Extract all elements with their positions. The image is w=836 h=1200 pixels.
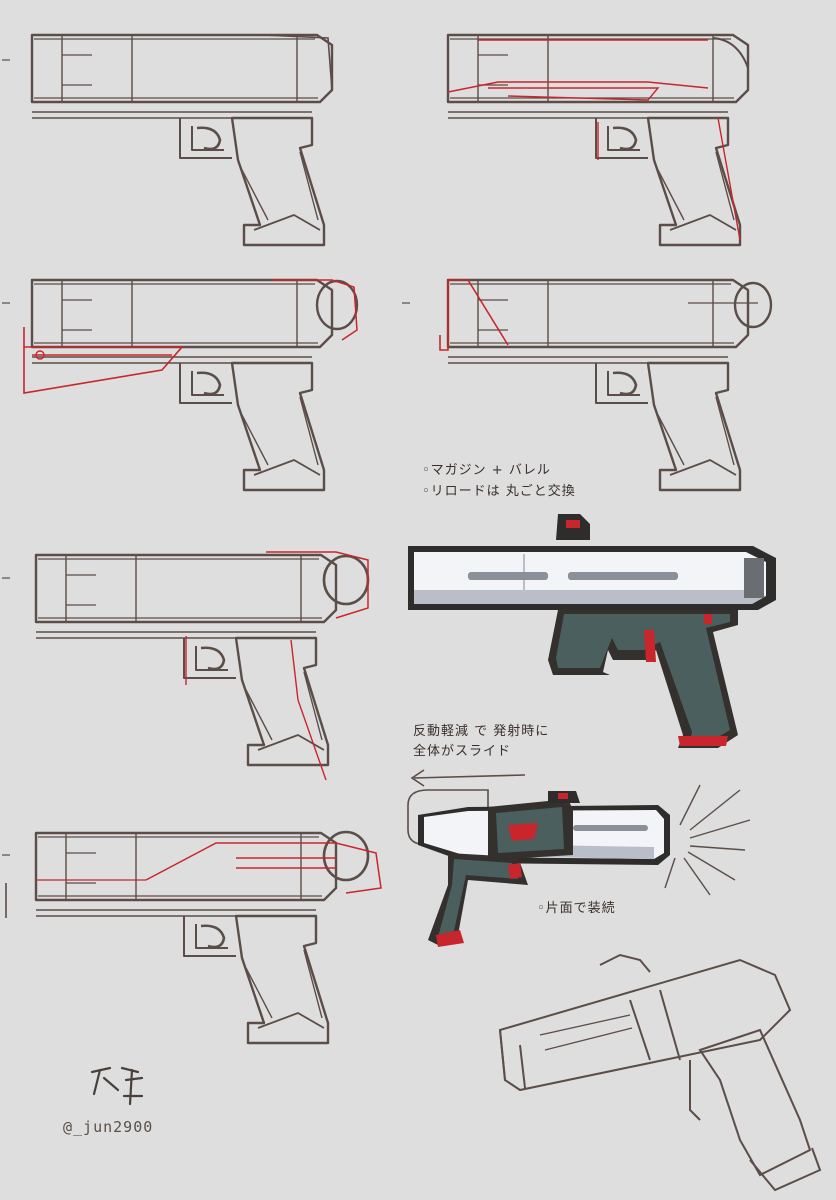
- pistol-sketch-perspective: [498, 953, 822, 1192]
- pistol-sketch-2: [446, 33, 750, 247]
- slide-note-line-2: 全体がスライド: [413, 744, 512, 759]
- pistol-sketch-6: [5, 830, 382, 1045]
- reload-note-line-1: ◦マガジン + バレル: [422, 463, 551, 478]
- side-note: ◦片面で装続: [537, 901, 616, 916]
- reload-note-line-2: ◦リロードは 丸ごと交換: [422, 484, 576, 499]
- impact-lines: [664, 784, 751, 896]
- artist-handle: @_jun2900: [63, 1118, 154, 1136]
- signature-mark-icon: [90, 1066, 144, 1106]
- pistol-sketch-4: [439, 278, 773, 492]
- slide-direction-arrow: [410, 769, 526, 787]
- rendered-pistol: [408, 514, 776, 748]
- pistol-sketch-5: [34, 551, 370, 781]
- rendered-pistol-split: [407, 789, 670, 947]
- slide-note-line-1: 反動軽減 で 発射時に: [413, 724, 550, 739]
- pistol-sketch-1: [30, 33, 334, 247]
- pistol-sketch-3: [23, 278, 359, 492]
